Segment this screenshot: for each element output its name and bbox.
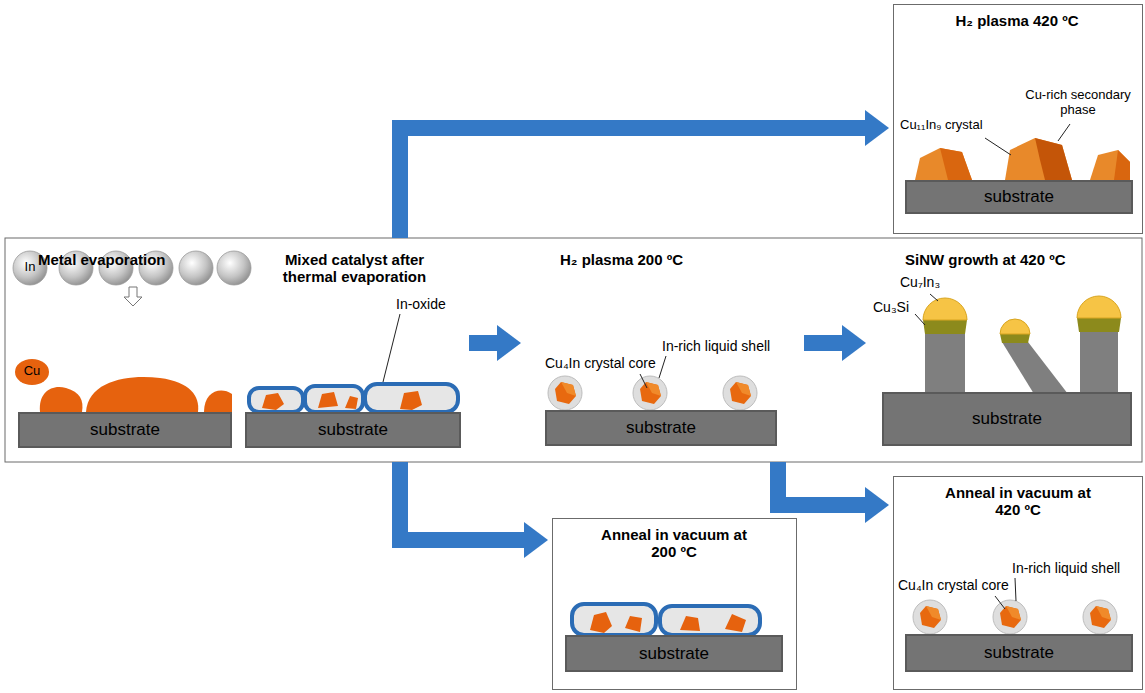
part-label: In-rich liquid shell (1012, 560, 1140, 576)
part-label: Cu₄In crystal core (898, 577, 1023, 593)
process-box: Anneal in vacuum at 420 ºC In-rich liquid… (893, 476, 1143, 690)
part-label: In-rich liquid shell (662, 338, 796, 354)
flow-arrow (400, 462, 548, 558)
substrate-bar: substrate (905, 180, 1133, 214)
arrow-shaft (778, 462, 867, 505)
flow-arrow (778, 462, 889, 523)
substrate-label: substrate (318, 420, 388, 440)
stage-panel: SiNW growth at 420 ºC Cu₇In₃ Cu₃Si substrat… (870, 242, 1140, 458)
leader-line (985, 138, 1011, 155)
leader-line (930, 294, 938, 301)
substrate-label: substrate (626, 418, 696, 438)
process-box: Anneal in vacuum at 200 ºC substrate (552, 518, 797, 690)
leader-line (1058, 124, 1070, 141)
substrate-bar: substrate (905, 634, 1133, 672)
deposition-arrow (124, 287, 142, 306)
arrow-shaft (400, 462, 526, 540)
substrate-label: substrate (984, 187, 1054, 207)
arrow-head (842, 325, 866, 361)
stage-panel: Metal evaporationInCu substrate (10, 242, 235, 458)
part-label: Cu₄In crystal core (545, 355, 670, 371)
main-panel (5, 238, 1142, 462)
substrate-label: substrate (90, 420, 160, 440)
step-heading: Mixed catalyst after thermal evaporation (262, 251, 447, 286)
substrate-bar: substrate (882, 392, 1132, 446)
alloy-crystals (915, 138, 1130, 180)
substrate-label: substrate (639, 644, 709, 664)
arrow-head (865, 110, 889, 146)
arrow-shaft (400, 128, 867, 238)
arrow-head (524, 522, 548, 558)
core-shell-particles (548, 376, 757, 410)
substrate-bar: substrate (565, 635, 783, 672)
substrate-bar: substrate (18, 412, 232, 448)
flow-arrow (469, 325, 521, 361)
substrate-label: substrate (984, 643, 1054, 663)
part-label: Cu-rich secondary phase (1018, 88, 1138, 118)
leader-line (995, 596, 1005, 609)
core-shell-particles (913, 600, 1117, 634)
silicon-nanowires (923, 296, 1121, 394)
leader-line (1015, 578, 1016, 601)
part-label: Cu₁₁In₉ crystal (900, 118, 1015, 133)
copper-islands (15, 359, 232, 412)
oxide-shell-catalyst (249, 384, 458, 412)
step-heading: H₂ plasma 420 ºC (893, 12, 1141, 29)
arrow-shaft (804, 335, 844, 351)
substrate-label: substrate (972, 409, 1042, 429)
leader-line (915, 314, 925, 325)
substrate-bar: substrate (545, 410, 777, 446)
part-label: In (18, 260, 42, 275)
arrow-shaft (469, 335, 499, 351)
part-label: Cu₇In₃ (900, 274, 960, 290)
indium-spheres (13, 251, 251, 285)
part-label: Cu₃Si (873, 299, 921, 315)
step-heading: Anneal in vacuum at 420 ºC (945, 484, 1091, 519)
arrow-head (865, 487, 889, 523)
step-heading: Metal evaporation (38, 251, 218, 268)
oxide-shell-catalyst (572, 604, 760, 635)
leader-line (659, 356, 666, 378)
stage-panel: Mixed catalyst after thermal evaporation… (240, 242, 465, 458)
stage-panel: H₂ plasma 200 ºC In-rich liquid shellCu₄I… (525, 242, 800, 458)
process-box: H₂ plasma 420 ºC Cu-rich secondary phaseC… (893, 4, 1143, 234)
step-heading: H₂ plasma 200 ºC (560, 251, 760, 268)
step-heading: SiNW growth at 420 ºC (905, 251, 1125, 268)
flow-arrow (804, 325, 866, 361)
leader-line (640, 374, 647, 388)
step-heading: Anneal in vacuum at 200 ºC (601, 526, 747, 561)
flow-arrow (400, 110, 889, 238)
part-label: In-oxide (396, 296, 460, 312)
substrate-bar: substrate (245, 412, 461, 448)
part-label: Cu (16, 364, 48, 379)
arrow-head (497, 325, 521, 361)
leader-line (383, 314, 400, 382)
